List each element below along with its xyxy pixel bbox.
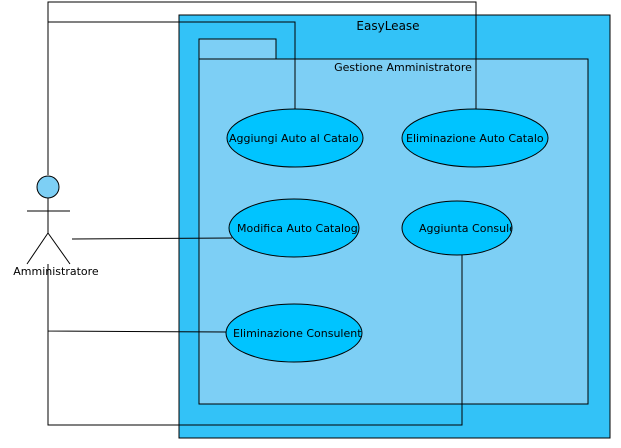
actor-administrator[interactable]: Amministratore — [13, 175, 99, 278]
association-delete-car — [47, 1, 477, 109]
use-case-add-car[interactable]: Aggiungi Auto al Catalo — [226, 108, 364, 168]
actor-head — [36, 175, 60, 199]
use-case-delete-car[interactable]: Eliminazione Auto Catalo — [401, 108, 549, 168]
association-add-consultant — [47, 255, 463, 426]
use-case-edit-car[interactable]: Modifica Auto Catalog — [228, 198, 360, 258]
system-name: EasyLease — [356, 19, 419, 33]
package-tab — [198, 38, 277, 60]
actor-name: Amministratore — [13, 265, 99, 278]
use-case-add-consultant[interactable]: Aggiunta Consulente — [401, 200, 534, 256]
use-case-edit-car-label: Modifica Auto Catalog — [237, 222, 358, 235]
association-edit-car — [71, 237, 233, 240]
use-case-add-consultant-label: Aggiunta Consulente — [419, 222, 534, 235]
use-case-delete-consultant-label: Eliminazione Consulent — [233, 327, 362, 340]
package-name: Gestione Amministratore — [334, 61, 472, 74]
use-case-add-car-label: Aggiungi Auto al Catalo — [229, 132, 359, 145]
use-case-delete-car-label: Eliminazione Auto Catalo — [406, 132, 544, 145]
association-add-car — [47, 21, 296, 175]
use-case-delete-consultant[interactable]: Eliminazione Consulent — [225, 303, 363, 363]
